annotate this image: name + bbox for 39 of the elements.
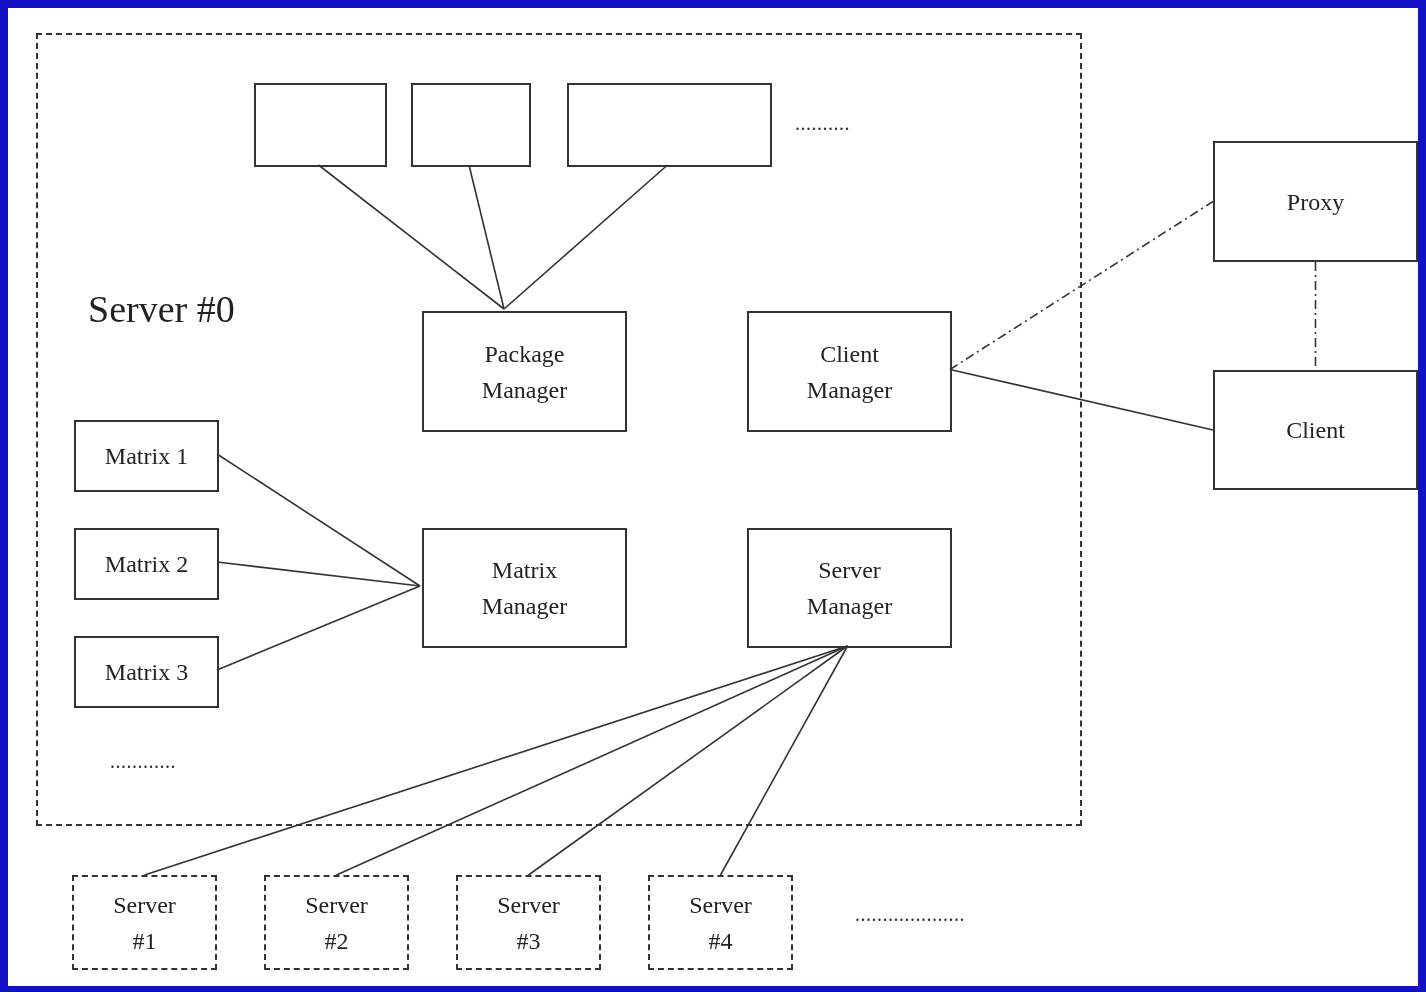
dashed-connector: [949, 200, 1214, 371]
node-label: Server #4: [688, 890, 753, 956]
process-box: [648, 875, 793, 970]
empty-box: [567, 83, 772, 167]
process-box: [747, 528, 952, 648]
empty-box: [411, 83, 531, 167]
connector-line: [216, 453, 421, 587]
process-box: [74, 420, 219, 492]
connector-line: [949, 368, 1214, 431]
connector-line: [216, 561, 421, 587]
process-box: [1213, 141, 1418, 262]
process-box: [264, 875, 409, 970]
node-label: Matrix 3: [103, 658, 190, 687]
node-label: Matrix 1: [103, 442, 190, 471]
process-box: [422, 528, 627, 648]
process-box: [74, 636, 219, 708]
node-label: Server #2: [304, 890, 369, 956]
process-box: [456, 875, 601, 970]
process-box: [72, 875, 217, 970]
process-box: [74, 528, 219, 600]
node-label: Matrix 2: [103, 550, 190, 579]
node-label: Client Manager: [805, 339, 894, 405]
node-label: Package Manager: [480, 339, 569, 405]
ellipsis-dots: ............: [110, 750, 176, 773]
empty-box: [254, 83, 387, 167]
process-box: [422, 311, 627, 432]
group-heading: Server #0: [88, 287, 235, 331]
ellipsis-dots: ....................: [855, 903, 965, 926]
node-label: Server #1: [112, 890, 177, 956]
server-boundary: [36, 33, 1082, 826]
connector-line: [216, 585, 421, 671]
node-label: Server Manager: [805, 556, 894, 621]
node-label: Client: [1285, 416, 1346, 445]
ellipsis-dots: ..........: [795, 112, 850, 135]
node-label: Server #3: [496, 890, 561, 956]
node-label: Proxy: [1285, 187, 1346, 217]
process-box: [747, 311, 952, 432]
process-box: [1213, 370, 1418, 490]
node-label: Matrix Manager: [480, 556, 569, 621]
